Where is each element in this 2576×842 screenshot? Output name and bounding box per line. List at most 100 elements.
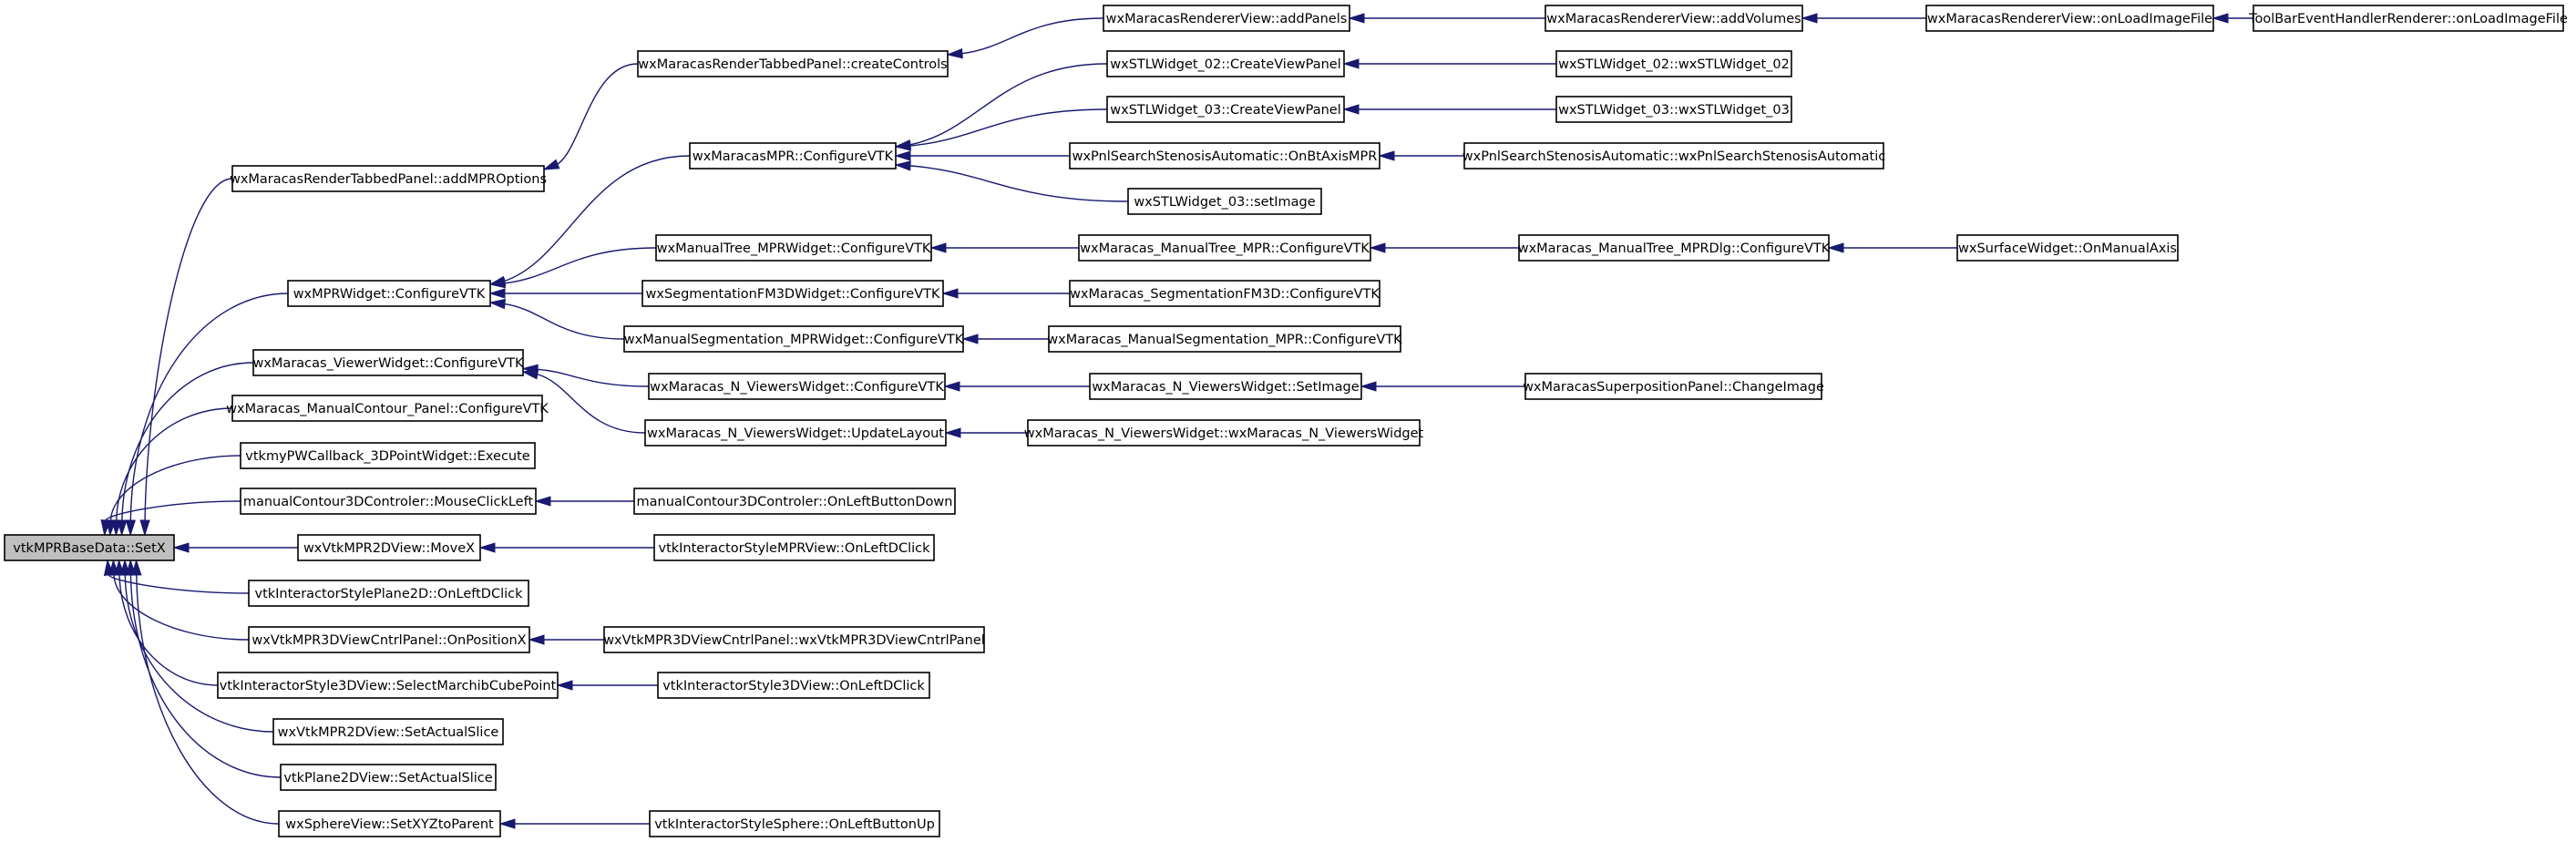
arrowhead-icon — [961, 334, 979, 344]
node-box — [1027, 419, 1421, 447]
node-label: wxMaracas_ViewerWidget::ConfigureVTK — [252, 356, 524, 371]
node-box — [1078, 234, 1371, 262]
graph-node-sphereXYZ[interactable]: wxSphereView::SetXYZtoParent — [278, 810, 501, 837]
node-box — [272, 718, 504, 745]
arrowhead-icon — [941, 288, 959, 299]
node-label: wxSTLWidget_03::wxSTLWidget_03 — [1558, 103, 1790, 118]
graph-node-moveX[interactable]: wxVtkMPR2DView::MoveX — [297, 534, 481, 561]
call-edge — [1369, 242, 1519, 253]
graph-node-stenosisCtor[interactable]: wxPnlSearchStenosisAutomatic::wxPnlSearc… — [1462, 142, 1885, 169]
graph-node-sphereUp[interactable]: vtkInteractorStyleSphere::OnLeftButtonUp — [649, 810, 940, 837]
graph-node-manSeg[interactable]: wxMaracas_ManualSegmentation_MPR::Config… — [1047, 325, 1402, 353]
graph-node-addPanels[interactable]: wxMaracasRendererView::addPanels — [1103, 5, 1350, 32]
graph-node-mprCfg[interactable]: wxMaracasMPR::ConfigureVTK — [689, 142, 897, 169]
edge-line — [537, 374, 646, 434]
graph-node-addMPROptions[interactable]: wxMaracasRenderTabbedPanel::addMPROption… — [230, 165, 547, 192]
graph-node-manualTreeMPR[interactable]: wxMaracas_ManualTree_MPR::ConfigureVTK — [1078, 234, 1371, 262]
arrowhead-icon — [528, 634, 545, 645]
node-label: wxMaracasRenderTabbedPanel::addMPROption… — [230, 172, 547, 187]
edge-line — [909, 63, 1108, 146]
call-edge — [105, 455, 241, 537]
node-label: wxMaracas_N_ViewersWidget::ConfigureVTK — [650, 380, 944, 395]
call-edge — [488, 288, 642, 299]
graph-node-nvSetImage[interactable]: wxMaracas_N_ViewersWidget::SetImage — [1089, 373, 1362, 400]
graph-node-manualTreeDlg[interactable]: wxMaracas_ManualTree_MPRDlg::ConfigureVT… — [1518, 234, 1831, 262]
node-box — [653, 534, 935, 561]
arrowhead-icon — [172, 542, 190, 553]
graph-node-mprWidgetCfg[interactable]: wxMPRWidget::ConfigureVTK — [287, 280, 491, 307]
edge-line — [129, 574, 282, 778]
graph-node-i3dDC[interactable]: vtkInteractorStyle3DView::OnLeftDClick — [657, 672, 930, 699]
graph-node-btAxis[interactable]: wxPnlSearchStenosisAutomatic::OnBtAxisMP… — [1069, 142, 1380, 169]
call-edge — [111, 407, 233, 537]
node-label: wxSTLWidget_02::CreateViewPanel — [1110, 57, 1341, 72]
graph-node-manSegW[interactable]: wxManualSegmentation_MPRWidget::Configur… — [623, 325, 964, 353]
arrowhead-icon — [894, 140, 911, 151]
node-label: wxManualTree_MPRWidget::ConfigureVTK — [657, 241, 931, 256]
edge-line — [121, 362, 254, 521]
node-label: wxMaracasRendererView::addPanels — [1106, 12, 1348, 26]
edge-line — [129, 293, 289, 521]
graph-node-stl02Ctor[interactable]: wxSTLWidget_02::wxSTLWidget_02 — [1555, 50, 1792, 77]
graph-node-onPosX[interactable]: wxVtkMPR3DViewCntrlPanel::OnPositionX — [248, 626, 530, 653]
graph-node-root[interactable]: vtkMPRBaseData::SetX — [4, 534, 175, 561]
edge-line — [105, 500, 241, 521]
graph-node-plane2dSlice[interactable]: vtkPlane2DView::SetActualSlice — [280, 764, 497, 791]
graph-node-nvCtor[interactable]: wxMaracas_N_ViewersWidget::wxMaracas_N_V… — [1024, 419, 1424, 447]
call-edge — [1360, 381, 1525, 392]
call-edge — [542, 63, 639, 170]
edge-line — [124, 574, 274, 733]
node-box — [1106, 50, 1345, 77]
node-box — [657, 672, 930, 699]
graph-node-changeImage[interactable]: wxMaracasSuperpositionPanel::ChangeImage — [1523, 373, 1824, 400]
graph-node-nvUpdate[interactable]: wxMaracas_N_ViewersWidget::UpdateLayout — [644, 419, 947, 447]
graph-node-mprViewDC[interactable]: vtkInteractorStyleMPRView::OnLeftDClick — [653, 534, 935, 561]
graph-node-selCube[interactable]: vtkInteractorStyle3DView::SelectMarchibC… — [217, 672, 559, 699]
arrowhead-icon — [1348, 13, 1365, 24]
graph-node-segFM3DW[interactable]: wxSegmentationFM3DWidget::ConfigureVTK — [641, 280, 944, 307]
graph-node-stl03SetImage[interactable]: wxSTLWidget_03::setImage — [1127, 188, 1322, 215]
graph-node-nvCfg[interactable]: wxMaracas_N_ViewersWidget::ConfigureVTK — [648, 373, 946, 400]
graph-node-stl03Create[interactable]: wxSTLWidget_03::CreateViewPanel — [1106, 96, 1345, 123]
graph-node-manContour[interactable]: wxMaracas_ManualContour_Panel::Configure… — [226, 395, 549, 422]
node-label: wxMaracasRendererView::addVolumes — [1546, 12, 1801, 26]
graph-node-viewerW[interactable]: wxMaracas_ViewerWidget::ConfigureVTK — [252, 349, 524, 376]
node-box — [1103, 5, 1350, 32]
node-box — [1069, 142, 1380, 169]
graph-node-onLoadImageFile[interactable]: wxMaracasRendererView::onLoadImageFile — [1925, 5, 2214, 32]
graph-node-stl03Ctor[interactable]: wxSTLWidget_03::wxSTLWidget_03 — [1555, 96, 1792, 123]
graph-node-stl02Create[interactable]: wxSTLWidget_02::CreateViewPanel — [1106, 50, 1345, 77]
graph-node-mouseClick[interactable]: manualContour3DControler::MouseClickLeft — [240, 488, 537, 515]
arrowhead-icon — [2212, 13, 2229, 24]
node-label: wxMaracas_ManualContour_Panel::Configure… — [226, 402, 549, 416]
arrowhead-icon — [1827, 242, 1844, 253]
arrowhead-icon — [139, 519, 150, 537]
call-edge — [929, 242, 1079, 253]
node-box — [252, 349, 524, 376]
graph-node-toolbarLoad[interactable]: ToolBarEventHandlerRenderer::onLoadImage… — [2248, 5, 2568, 32]
graph-node-segFM3D[interactable]: wxMaracas_SegmentationFM3D::ConfigureVTK — [1069, 280, 1380, 307]
edge-line — [113, 574, 250, 641]
graph-node-mpr2dSlice[interactable]: wxVtkMPR2DView::SetActualSlice — [272, 718, 504, 745]
call-edge — [1348, 13, 1545, 24]
root-node-box — [4, 534, 175, 561]
graph-node-plane2DDC[interactable]: vtkInteractorStylePlane2D::OnLeftDClick — [248, 580, 529, 607]
graph-node-manualTreeMPRW[interactable]: wxManualTree_MPRWidget::ConfigureVTK — [655, 234, 932, 262]
node-label: vtkmyPWCallback_3DPointWidget::Execute — [245, 449, 530, 464]
graph-node-addVolumes[interactable]: wxMaracasRendererView::addVolumes — [1545, 5, 1803, 32]
graph-node-surfaceAxis[interactable]: wxSurfaceWidget::OnManualAxis — [1956, 234, 2179, 262]
node-label: wxPnlSearchStenosisAutomatic::wxPnlSearc… — [1462, 149, 1885, 164]
node-label: wxSegmentationFM3DWidget::ConfigureVTK — [646, 287, 940, 302]
edge-layer — [100, 13, 2253, 829]
graph-node-leftDown[interactable]: manualContour3DControler::OnLeftButtonDo… — [633, 488, 956, 515]
arrowhead-icon — [946, 47, 963, 59]
node-box — [278, 810, 501, 837]
graph-node-pwExecute[interactable]: vtkmyPWCallback_3DPointWidget::Execute — [240, 442, 536, 469]
node-box — [644, 419, 947, 447]
edge-line — [116, 407, 233, 521]
arrowhead-icon — [131, 559, 142, 576]
graph-node-cntrlCtor[interactable]: wxVtkMPR3DViewCntrlPanel::wxVtkMPR3DView… — [603, 626, 985, 653]
node-label: wxSTLWidget_03::setImage — [1134, 195, 1315, 210]
graph-node-createControls[interactable]: wxMaracasRenderTabbedPanel::createContro… — [637, 50, 949, 77]
